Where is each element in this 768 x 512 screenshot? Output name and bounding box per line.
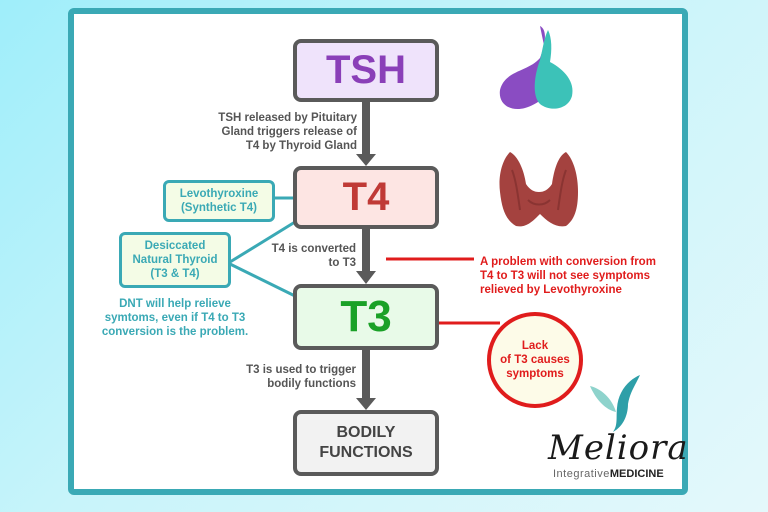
connector-dnt-t3 xyxy=(229,262,296,298)
node-t3: T3 xyxy=(293,284,439,350)
node-bodily-line2: FUNCTIONS xyxy=(319,444,413,461)
note-line: DNT will help relieve xyxy=(119,298,231,310)
warning-line: of T3 causes xyxy=(500,354,570,366)
conversion-warning: A problem with conversion from T4 to T3 … xyxy=(480,255,680,297)
warning-line: T4 to T3 will not see symptoms xyxy=(480,270,650,282)
treatment-line: Natural Thyroid xyxy=(132,254,218,266)
node-bodily-functions: BODILY FUNCTIONS xyxy=(293,410,439,476)
label-t4-to-t3: T4 is converted to T3 xyxy=(262,242,356,270)
label-line: TSH released by Pituitary xyxy=(218,112,357,124)
warning-line: A problem with conversion from xyxy=(480,256,656,268)
note-line: conversion is the problem. xyxy=(101,326,249,338)
label-line: T4 is converted xyxy=(271,243,356,255)
lack-t3-warning: Lack of T3 causes symptoms xyxy=(487,312,583,408)
label-t3-to-body: T3 is used to trigger bodily functions xyxy=(236,363,356,391)
warning-line: symptoms xyxy=(506,368,564,380)
label-line: T3 is used to trigger xyxy=(246,364,356,376)
arrow-t3-to-body xyxy=(356,350,376,410)
logo-sub-bold: MEDICINE xyxy=(609,468,664,480)
treatment-line: (T3 & T4) xyxy=(150,268,200,280)
treatment-line: Levothyroxine xyxy=(179,188,259,200)
thyroid-gland-icon xyxy=(499,152,578,227)
label-line: bodily functions xyxy=(267,378,356,390)
warning-line: relieved by Levothyroxine xyxy=(480,284,622,296)
node-bodily-line1: BODILY xyxy=(336,424,396,441)
dnt-note: DNT will help relieve symtoms, even if T… xyxy=(94,297,256,339)
connector-dnt-t4 xyxy=(229,220,296,264)
node-tsh-label: TSH xyxy=(326,48,406,92)
logo-name: Meliora xyxy=(548,428,689,468)
arrow-tsh-to-t4 xyxy=(356,102,376,166)
node-t4-label: T4 xyxy=(342,175,390,219)
label-line: T4 by Thyroid Gland xyxy=(245,140,357,152)
pituitary-gland-icon xyxy=(499,26,573,110)
label-line: Gland triggers release of xyxy=(221,126,358,138)
logo-sub-light: Integrative xyxy=(553,468,610,480)
node-t4: T4 xyxy=(293,166,439,229)
treatment-levothyroxine: Levothyroxine (Synthetic T4) xyxy=(163,180,275,222)
treatment-desiccated-natural-thyroid: Desiccated Natural Thyroid (T3 & T4) xyxy=(119,232,231,288)
note-line: symtoms, even if T4 to T3 xyxy=(104,312,246,324)
warning-line: Lack xyxy=(521,340,549,352)
label-line: to T3 xyxy=(328,257,356,269)
logo-subtitle: IntegrativeMEDICINE xyxy=(553,468,664,480)
node-tsh: TSH xyxy=(293,39,439,102)
treatment-line: (Synthetic T4) xyxy=(180,202,258,214)
node-t3-label: T3 xyxy=(340,292,392,341)
meliora-leaf-icon xyxy=(590,375,640,432)
arrow-t4-to-t3 xyxy=(356,229,376,284)
treatment-line: Desiccated xyxy=(144,240,206,252)
label-tsh-to-t4: TSH released by Pituitary Gland triggers… xyxy=(205,111,357,153)
